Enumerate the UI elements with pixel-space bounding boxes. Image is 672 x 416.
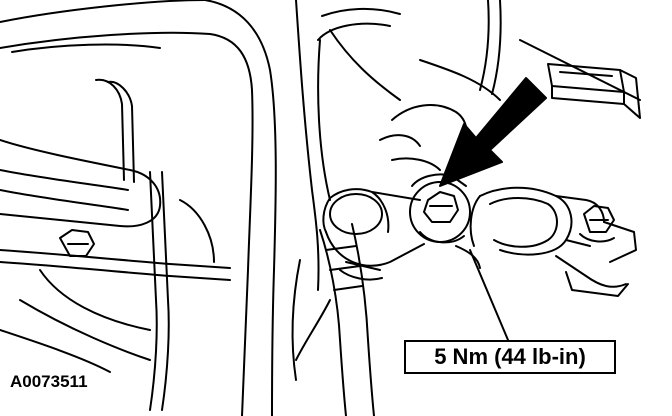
- upper-hose-outline: [0, 0, 277, 416]
- torque-callout-label: 5 Nm (44 lb-in): [404, 340, 616, 374]
- battery-clamp-body: [469, 186, 637, 297]
- negative-terminal-nut: [409, 173, 481, 269]
- left-component-outline: [0, 78, 231, 411]
- torque-leader-line: [469, 249, 509, 341]
- upper-right-module: [547, 63, 641, 119]
- figure-id-label: A0073511: [10, 372, 88, 391]
- engine-bay-contours: [295, 0, 641, 291]
- clamp-bolt: [579, 205, 615, 243]
- cable-terminal-clamp: [322, 188, 425, 281]
- pointer-arrow: [439, 77, 547, 187]
- left-hex-bolt: [59, 229, 95, 257]
- battery-cable: [291, 223, 375, 416]
